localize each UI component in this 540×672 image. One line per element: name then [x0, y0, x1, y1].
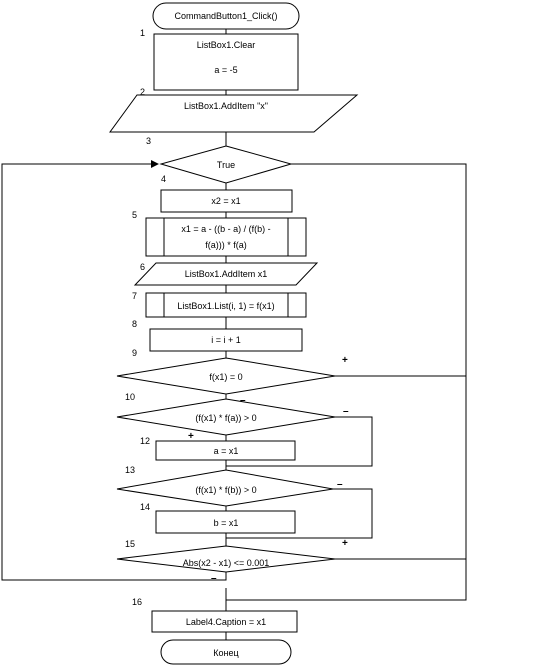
step-15-line-1: Abs(x2 - x1) <= 0.001: [183, 558, 270, 568]
step-3-line-1: True: [217, 160, 235, 170]
step-7-subprocess: 7 ListBox1.List(i, 1) = f(x1): [132, 291, 307, 318]
step-6-number: 6: [140, 262, 145, 272]
step-14-process: 14 b = x1: [140, 502, 296, 534]
step-4-line-1: x2 = x1: [211, 196, 240, 206]
end-terminal: Конец: [160, 639, 292, 665]
step-13-no-label: –: [337, 479, 343, 490]
step-2-io: 2 ListBox1.AddItem "x": [109, 87, 359, 133]
step-6-line-1: ListBox1.AddItem x1: [185, 269, 268, 279]
step-12-process: 12 a = x1: [140, 436, 296, 461]
step-16-number: 16: [132, 597, 142, 607]
step-16-process: 16 Label4.Caption = x1: [132, 597, 298, 633]
step-6-io: 6 ListBox1.AddItem x1: [133, 262, 319, 286]
step-10-yes-label: +: [188, 431, 194, 442]
step-8-line-1: i = i + 1: [211, 335, 241, 345]
step-10-no-label: –: [343, 406, 349, 417]
step-10-line-1: (f(x1) * f(a)) > 0: [195, 413, 256, 423]
step-15-yes-label: +: [342, 538, 348, 549]
start-label: CommandButton1_Click(): [174, 11, 277, 21]
step-7-number: 7: [132, 291, 137, 301]
start-terminal: CommandButton1_Click(): [152, 2, 300, 30]
step-14-number: 14: [140, 502, 150, 512]
step-2-line-1: ListBox1.AddItem "x": [184, 101, 268, 111]
step-12-number: 12: [140, 436, 150, 446]
step-13-number: 13: [125, 465, 135, 475]
step-14-line-1: b = x1: [214, 518, 239, 528]
step-10-decision: 10 (f(x1) * f(a)) > 0 + –: [116, 392, 349, 442]
step-9-no-label: –: [240, 395, 246, 406]
step-9-yes-label: +: [342, 355, 348, 366]
step-9-decision: 9 f(x1) = 0 + –: [116, 348, 348, 406]
step-4-process: 4 x2 = x1: [160, 174, 293, 213]
end-label: Конец: [213, 648, 238, 658]
step-12-line-1: a = x1: [214, 446, 239, 456]
step-5-number: 5: [132, 210, 137, 220]
step-1-line-2: a = -5: [214, 65, 237, 75]
step-1-number: 1: [140, 28, 145, 38]
step-8-number: 8: [132, 319, 137, 329]
connectors: [1, 29, 467, 640]
step-3-number: 3: [146, 136, 151, 146]
step-10-number: 10: [125, 392, 135, 402]
step-5-line-1: x1 = a - ((b - a) / (f(b) -: [181, 224, 270, 234]
step-5-line-2: f(a))) * f(a): [205, 240, 247, 250]
step-16-line-1: Label4.Caption = x1: [186, 617, 266, 627]
step-1-process: 1 ListBox1.Clear a = -5: [140, 28, 299, 91]
step-1-line-1: ListBox1.Clear: [197, 40, 256, 50]
step-15-decision: 15 Abs(x2 - x1) <= 0.001 + –: [116, 538, 348, 584]
step-15-no-label: –: [211, 573, 217, 584]
step-9-number: 9: [132, 348, 137, 358]
step-2-number: 2: [140, 87, 145, 97]
step-15-number: 15: [125, 539, 135, 549]
step-4-number: 4: [161, 174, 166, 184]
step-9-line-1: f(x1) = 0: [209, 372, 242, 382]
step-13-line-1: (f(x1) * f(b)) > 0: [195, 485, 256, 495]
step-8-process: 8 i = i + 1: [132, 319, 303, 352]
step-5-subprocess: 5 x1 = a - ((b - a) / (f(b) - f(a))) * f…: [132, 210, 307, 257]
step-3-decision: 3 True: [146, 136, 293, 184]
step-7-line-1: ListBox1.List(i, 1) = f(x1): [177, 301, 274, 311]
step-13-decision: 13 (f(x1) * f(b)) > 0 –: [116, 465, 343, 507]
